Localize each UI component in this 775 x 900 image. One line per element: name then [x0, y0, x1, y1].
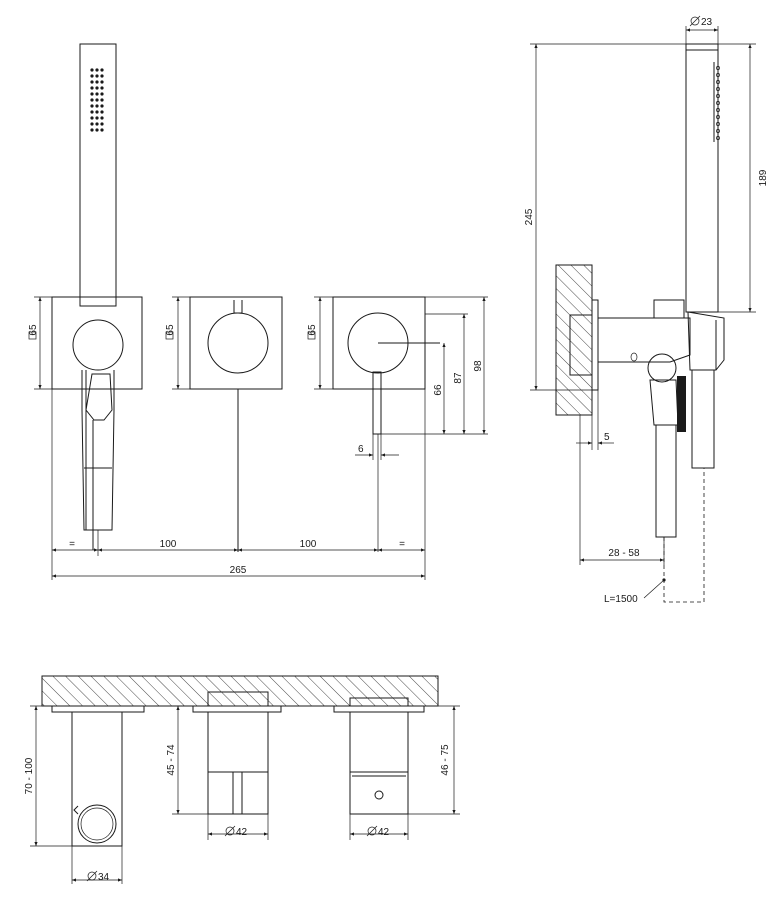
nozzle-dot — [716, 80, 720, 84]
dim-width-100-b: 100 — [300, 539, 317, 550]
dim-diameter-34: 34 — [98, 872, 110, 883]
nozzle-dot — [95, 128, 99, 132]
square-symbol — [165, 331, 174, 340]
nozzle-dot — [100, 80, 104, 84]
nozzle-dot — [90, 80, 94, 84]
nozzle-dot — [100, 122, 104, 126]
dim-height-46-75: 46 - 75 — [440, 744, 451, 776]
nozzle-dot — [95, 86, 99, 90]
nozzle-dot — [90, 92, 94, 96]
nozzle-dot — [95, 80, 99, 84]
diameter-symbol — [689, 15, 701, 27]
dim-square-65-c: 65 — [307, 324, 318, 336]
nozzle-dot — [95, 110, 99, 114]
dim-square-65-b: 65 — [165, 324, 176, 336]
nozzle-dot — [95, 116, 99, 120]
top-view-dimensions — [30, 705, 460, 884]
nozzle-dot — [95, 68, 99, 72]
nozzle-dot — [716, 129, 720, 133]
nozzle-dot — [95, 92, 99, 96]
nozzle-dot — [100, 68, 104, 72]
front-view-diverter-plate — [189, 296, 283, 552]
side-nozzle-row — [716, 66, 720, 140]
diameter-symbol — [224, 825, 236, 837]
nozzle-dot — [100, 110, 104, 114]
nozzle-dot — [90, 68, 94, 72]
nozzle-dot — [716, 73, 720, 77]
nozzle-dot — [90, 74, 94, 78]
nozzle-dot — [90, 110, 94, 114]
top-view — [41, 675, 439, 847]
dim-height-70-100: 70 - 100 — [24, 757, 35, 794]
nozzle-dot — [95, 104, 99, 108]
nozzle-dot — [100, 104, 104, 108]
nozzle-dot — [716, 94, 720, 98]
dim-width-5: 5 — [604, 432, 610, 443]
dim-height-87: 87 — [453, 372, 464, 384]
front-view-mixer-plate — [332, 296, 440, 552]
nozzle-dot — [95, 122, 99, 126]
dimension-labels: 23 245 189 65 65 65 66 87 98 6 5 = 100 1… — [24, 15, 769, 883]
nozzle-dot — [716, 108, 720, 112]
dim-height-45-74: 45 - 74 — [166, 744, 177, 776]
nozzle-dot — [90, 98, 94, 102]
front-view-handshower-plate — [51, 43, 143, 550]
square-symbol — [307, 331, 316, 340]
shower-nozzle-grid — [90, 68, 104, 132]
dim-height-98: 98 — [473, 360, 484, 372]
diameter-symbol — [86, 870, 98, 882]
dim-height-66: 66 — [433, 384, 444, 396]
nozzle-dot — [90, 122, 94, 126]
side-view-dimensions — [530, 26, 756, 599]
nozzle-dot — [100, 128, 104, 132]
nozzle-dot — [95, 98, 99, 102]
dim-width-100-a: 100 — [160, 539, 177, 550]
dim-width-6: 6 — [358, 444, 364, 455]
nozzle-dot — [716, 101, 720, 105]
dim-diameter-42-a: 42 — [236, 827, 248, 838]
dim-square-65-a: 65 — [28, 324, 39, 336]
dim-width-265: 265 — [230, 565, 247, 576]
nozzle-dot — [100, 116, 104, 120]
nozzle-dot — [716, 136, 720, 140]
side-view — [555, 43, 725, 603]
dim-equal-left: = — [69, 539, 75, 550]
nozzle-dot — [716, 87, 720, 91]
nozzle-dot — [90, 116, 94, 120]
dim-diameter-23: 23 — [701, 17, 713, 28]
nozzle-dot — [716, 122, 720, 126]
nozzle-dot — [90, 86, 94, 90]
nozzle-dot — [90, 128, 94, 132]
dim-equal-right: = — [399, 539, 405, 550]
nozzle-dot — [716, 115, 720, 119]
dim-width-28-58: 28 - 58 — [608, 548, 640, 559]
dim-height-189: 189 — [758, 169, 769, 186]
front-view-dimensions — [34, 296, 488, 580]
nozzle-dot — [100, 98, 104, 102]
nozzle-dot — [100, 92, 104, 96]
diameter-symbol — [366, 825, 378, 837]
square-symbol — [28, 331, 37, 340]
nozzle-dot — [100, 86, 104, 90]
nozzle-dot — [716, 66, 720, 70]
nozzle-dot — [95, 74, 99, 78]
nozzle-dot — [100, 74, 104, 78]
dim-height-245: 245 — [524, 208, 535, 225]
nozzle-dot — [90, 104, 94, 108]
dim-hose-length: L=1500 — [604, 594, 638, 605]
dim-diameter-42-b: 42 — [378, 827, 390, 838]
